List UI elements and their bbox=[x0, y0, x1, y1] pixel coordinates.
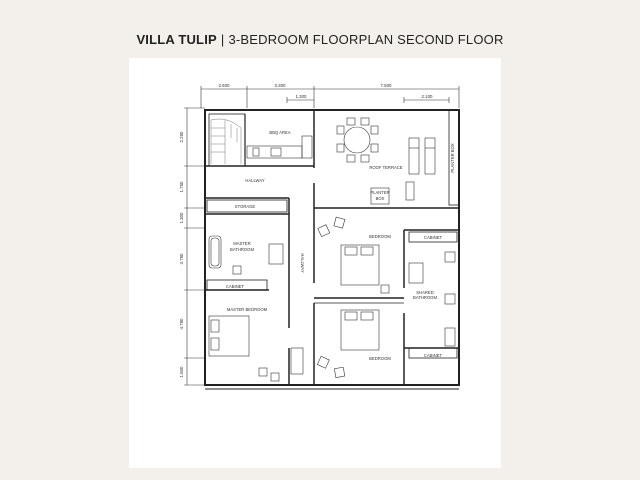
beds bbox=[208, 244, 390, 357]
floorplan-card bbox=[129, 58, 501, 468]
shared-bathroom-fixtures bbox=[408, 251, 456, 347]
dim-left-1: 2.250 bbox=[179, 131, 184, 143]
room-labels: BBQ AREA ROOF TERRACE PLANTER BOX PLANTE… bbox=[226, 130, 455, 361]
label-planter-box-small: BOX bbox=[376, 196, 385, 201]
dim-left-6: 1.600 bbox=[179, 366, 184, 378]
armchairs bbox=[258, 216, 346, 382]
label-hallway-top: HALLWAY bbox=[245, 178, 264, 183]
floorplan-drawing: 2.600 3.300 1.300 7.500 2.100 2.250 1.75… bbox=[179, 83, 460, 390]
label-bedroom-bottom: BEDROOM bbox=[369, 356, 391, 361]
dimension-labels: 2.600 3.300 1.300 7.500 2.100 2.250 1.75… bbox=[179, 83, 433, 378]
label-planter-box: PLANTER BOX bbox=[450, 143, 455, 173]
dim-left-2: 1.750 bbox=[179, 181, 184, 193]
dim-left-4: 3.780 bbox=[179, 253, 184, 265]
dining-table bbox=[336, 117, 379, 163]
master-bathroom-fixtures bbox=[208, 235, 284, 275]
label-storage: STORAGE bbox=[235, 204, 256, 209]
bbq-counter bbox=[246, 135, 313, 159]
label-roof-terrace: ROOF TERRACE bbox=[369, 165, 402, 170]
label-planter: PLANTER bbox=[370, 190, 389, 195]
label-master-bathroom-1: MASTER bbox=[233, 241, 250, 246]
staircase bbox=[210, 118, 242, 164]
label-master-bathroom-2: BATHROOM bbox=[230, 247, 254, 252]
dim-left-5: 4.780 bbox=[179, 318, 184, 330]
page-title: VILLA TULIP|3-BEDROOM FLOORPLAN SECOND F… bbox=[0, 32, 640, 47]
label-hallway-vertical: HALLWAY bbox=[300, 253, 305, 272]
dim-top-1: 2.600 bbox=[219, 83, 231, 88]
label-shared-bathroom-1: SHARED bbox=[416, 290, 433, 295]
title-subtitle: 3-BEDROOM FLOORPLAN SECOND FLOOR bbox=[228, 32, 504, 47]
dim-top-2: 3.300 bbox=[275, 83, 287, 88]
dim-top-3: 1.300 bbox=[296, 94, 308, 99]
dimension-lines-top bbox=[200, 86, 460, 108]
label-cabinet-right-top: CABINET bbox=[424, 235, 443, 240]
label-bbq-area: BBQ AREA bbox=[269, 130, 290, 135]
dim-left-3: 1.300 bbox=[179, 212, 184, 224]
label-shared-bathroom-2: BATHROOM bbox=[413, 295, 437, 300]
dim-top-5: 2.100 bbox=[422, 94, 434, 99]
sun-loungers bbox=[370, 137, 436, 205]
label-bedroom-top: BEDROOM bbox=[369, 234, 391, 239]
title-bold: VILLA TULIP bbox=[136, 32, 217, 47]
title-separator: | bbox=[220, 32, 225, 47]
label-cabinet-left: CABINET bbox=[226, 284, 245, 289]
dimension-lines-left bbox=[184, 107, 205, 386]
label-master-bedroom: MASTER BEDROOM bbox=[227, 307, 268, 312]
walls bbox=[204, 109, 460, 390]
dim-top-4: 7.500 bbox=[381, 83, 393, 88]
label-cabinet-right-bottom: CABINET bbox=[424, 353, 443, 358]
